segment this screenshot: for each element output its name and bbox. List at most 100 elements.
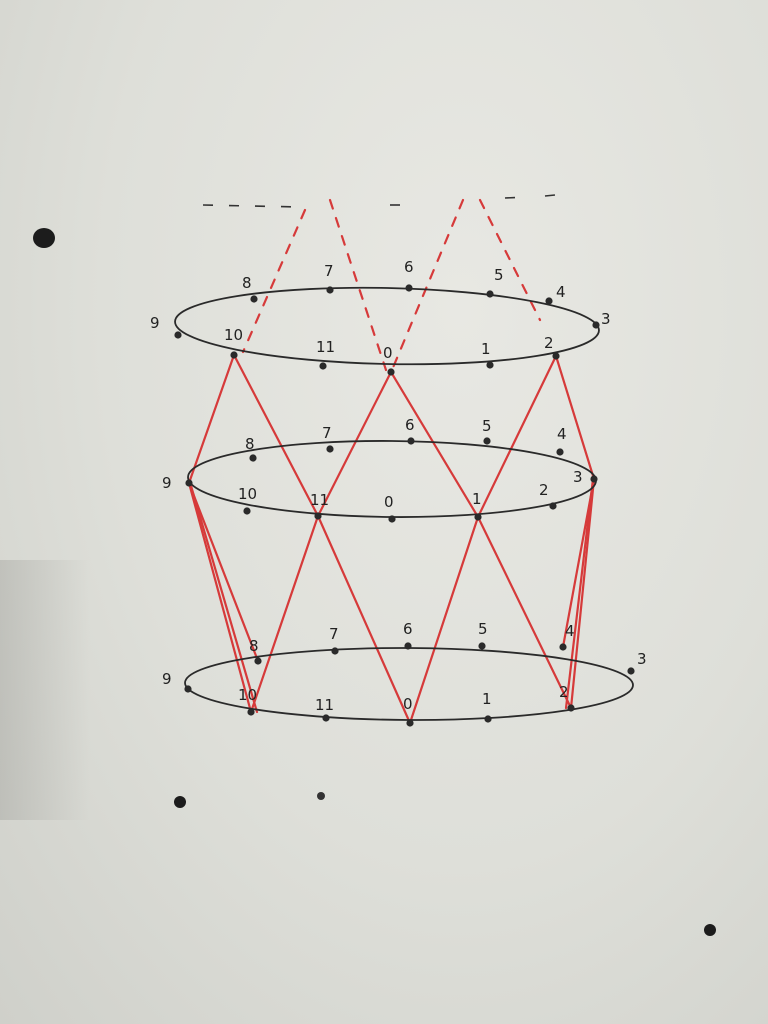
ink-spot	[704, 924, 716, 936]
ring-bottom-label-9: 9	[162, 670, 172, 688]
ring-bottom-label-4: 4	[565, 622, 575, 640]
ring-bottom-label-11: 11	[315, 696, 334, 714]
red-dashed-lines	[241, 198, 542, 372]
ring-top: 0 1 2 3 4 5 6 7 8 9 10 11	[150, 258, 611, 376]
ring-bottom-label-5: 5	[478, 620, 488, 638]
ring-bottom-label-7: 7	[329, 625, 339, 643]
ring-bottom-node-6	[404, 642, 412, 650]
ring-top-label-0: 0	[383, 344, 393, 362]
ring-top-node-0	[387, 368, 395, 376]
ring-bottom-node-1	[484, 715, 492, 723]
ring-middle-node-8	[249, 454, 257, 462]
ring-bottom-label-0: 0	[403, 695, 413, 713]
red-dashed-line	[328, 198, 388, 372]
ink-spot	[317, 792, 325, 800]
edge-middle-1-to-bottom-0	[408, 515, 480, 725]
edge-retrace-middle-3-to-bottom-2	[564, 477, 595, 710]
edge-top-10-to-middle-11	[232, 353, 320, 518]
ring-top-node-1	[486, 361, 494, 369]
ring-top-label-2: 2	[544, 334, 554, 352]
ring-top-node-7	[326, 286, 334, 294]
edge-retrace-middle-9-to-bottom-10	[189, 481, 259, 714]
ring-top-node-10	[230, 351, 238, 359]
ring-top-label-6: 6	[404, 258, 414, 276]
edge-middle-9-to-bottom-10	[187, 481, 253, 714]
ring-top-node-4	[545, 297, 553, 305]
ring-top-node-5	[486, 290, 494, 298]
ring-middle-label-4: 4	[557, 425, 567, 443]
ring-middle-label-10: 10	[238, 485, 257, 503]
edge-middle-1-to-bottom-2	[476, 515, 573, 710]
ring-bottom-node-0	[406, 719, 414, 727]
ring-middle-node-0	[388, 515, 396, 523]
red-dashed-line	[241, 208, 307, 354]
ring-bottom-node-9	[184, 685, 192, 693]
ring-bottom-node-10	[247, 708, 255, 716]
dashed-guide-segment	[504, 196, 531, 199]
ring-middle-label-5: 5	[482, 417, 492, 435]
ring-bottom-label-1: 1	[482, 690, 492, 708]
ring-middle-node-2	[549, 502, 557, 510]
ring-bottom-label-10: 10	[238, 686, 257, 704]
ring-top-node-9	[174, 331, 182, 339]
ring-middle-node-10	[243, 507, 251, 515]
ring-middle-node-7	[326, 445, 334, 453]
ring-top-label-5: 5	[494, 266, 504, 284]
ring-top-label-11: 11	[316, 338, 335, 356]
ring-top-label-10: 10	[224, 326, 243, 344]
ring-top-label-9: 9	[150, 314, 160, 332]
edge-middle-11-to-bottom-0	[316, 514, 412, 725]
ring-top-label-7: 7	[324, 262, 334, 280]
ring-bottom-node-3	[627, 667, 635, 675]
ring-middle-node-9	[185, 479, 193, 487]
ring-top-label-8: 8	[242, 274, 252, 292]
edge-top-2-to-middle-3	[554, 354, 596, 481]
ring-top-label-4: 4	[556, 283, 566, 301]
ring-top-label-1: 1	[481, 340, 491, 358]
edge-top-10-to-middle-9	[187, 353, 236, 485]
ring-middle-label-9: 9	[162, 474, 172, 492]
ring-bottom-label-3: 3	[637, 650, 647, 668]
ring-bottom-node-5	[478, 642, 486, 650]
ring-middle-label-11: 11	[310, 491, 329, 509]
ring-top-ellipse	[174, 286, 600, 366]
ring-bottom-label-8: 8	[249, 637, 259, 655]
ring-top-node-6	[405, 284, 413, 292]
ring-top-label-3: 3	[601, 310, 611, 328]
ring-bottom: 0 1 2 3 4 5 6 7 8 9 10 11	[162, 620, 647, 727]
ring-bottom-label-2: 2	[559, 683, 569, 701]
ring-middle-node-11	[314, 512, 322, 520]
ring-bottom-node-2	[567, 704, 575, 712]
ring-middle-node-4	[556, 448, 564, 456]
rings: 0 1 2 3 4 5 6 7 8 9 10 11 0 1 2 3 4 5 6 7 8 9 10 11 0 1 2 3 4 5 6 7 8 9 10…	[150, 258, 647, 727]
ring-middle-node-1	[474, 513, 482, 521]
ring-middle-label-8: 8	[245, 435, 255, 453]
ring-middle-label-6: 6	[405, 416, 415, 434]
ink-spot	[33, 228, 55, 248]
ring-top-node-3	[592, 321, 600, 329]
ring-middle: 0 1 2 3 4 5 6 7 8 9 10 11	[162, 416, 598, 523]
ring-top-node-11	[319, 362, 327, 370]
ring-middle-label-7: 7	[322, 424, 332, 442]
dashed-guide-segment	[544, 194, 556, 197]
edge-top-0-to-middle-11	[316, 370, 393, 518]
ring-middle-node-6	[407, 437, 415, 445]
dashed-guide-segment	[202, 204, 301, 208]
paper-shadow	[0, 560, 90, 820]
ring-bottom-node-11	[322, 714, 330, 722]
ring-bottom-node-4	[559, 643, 567, 651]
red-dashed-line	[478, 198, 542, 322]
red-dashed-line	[390, 198, 465, 372]
ring-middle-label-1: 1	[472, 490, 482, 508]
ring-bottom-label-6: 6	[403, 620, 413, 638]
ring-bottom-node-7	[331, 647, 339, 655]
ink-spots	[33, 228, 716, 936]
ring-middle-label-0: 0	[384, 493, 394, 511]
ring-middle-label-3: 3	[573, 468, 583, 486]
edge-middle-3-to-bottom-2	[569, 477, 596, 710]
red-edges	[187, 353, 596, 725]
ring-middle-label-2: 2	[539, 481, 549, 499]
ring-top-node-8	[250, 295, 258, 303]
